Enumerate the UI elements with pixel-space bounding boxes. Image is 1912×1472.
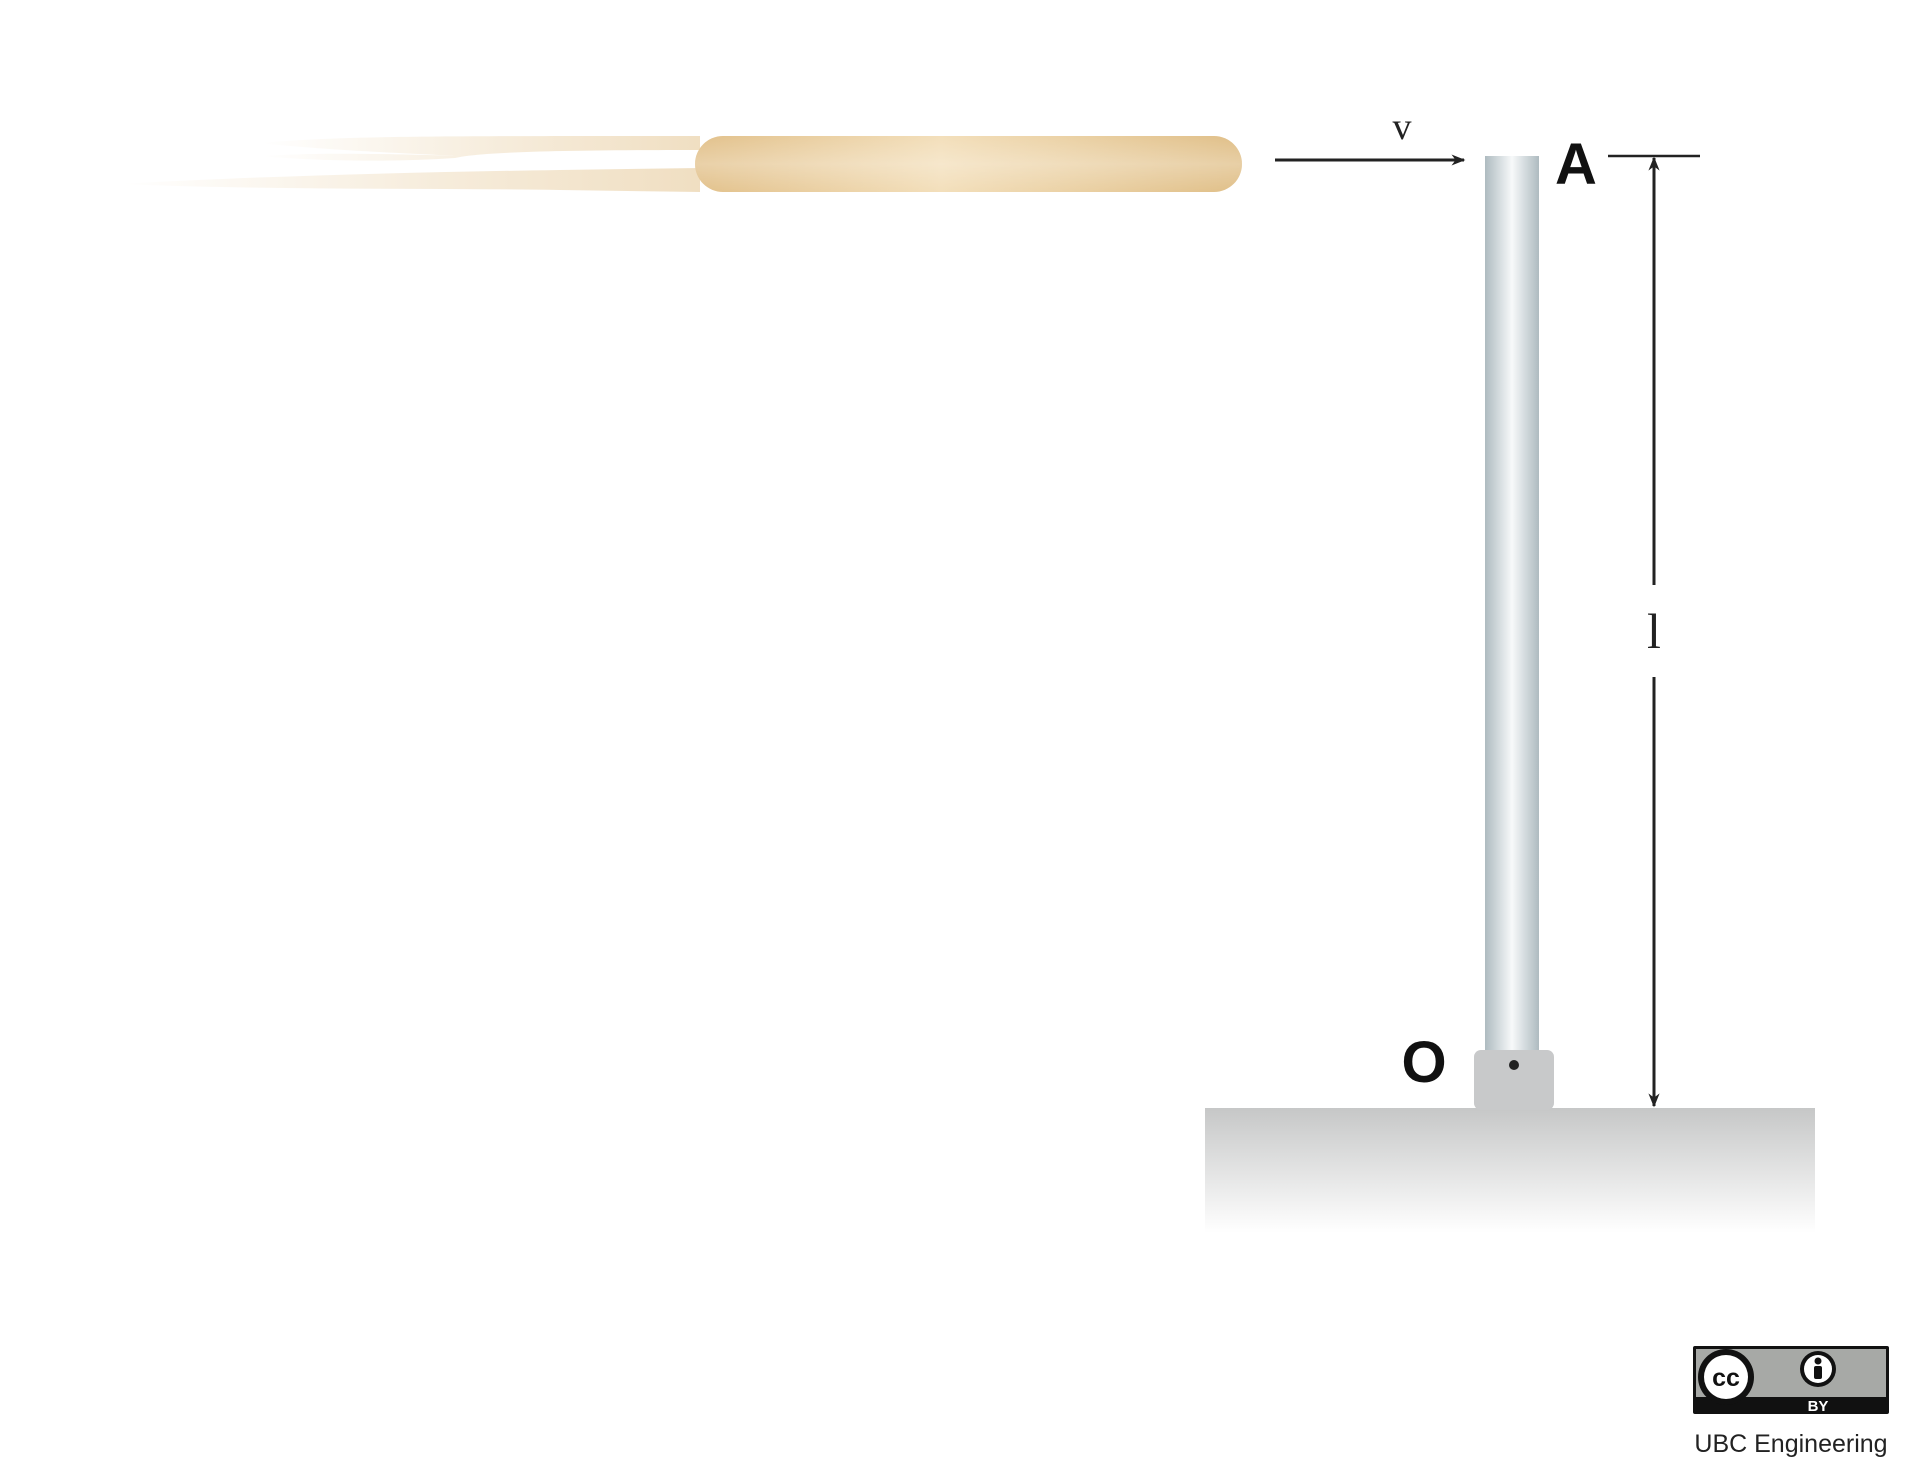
- length-label: l: [1647, 603, 1661, 659]
- cc-icon: cc: [1698, 1349, 1754, 1405]
- pivot-pin: [1509, 1060, 1519, 1070]
- pivot-support: [1474, 1050, 1554, 1110]
- point-o-label: O: [1401, 1030, 1446, 1095]
- credit-text: UBC Engineering: [1694, 1430, 1887, 1458]
- rod: [1485, 156, 1539, 1056]
- point-a-label: A: [1555, 132, 1597, 197]
- cc-icon-text: cc: [1712, 1364, 1740, 1392]
- by-label: BY: [1808, 1398, 1829, 1415]
- cc-by-badge: cc BY: [1693, 1346, 1889, 1415]
- velocity-label: v: [1393, 106, 1412, 148]
- projectile: [695, 136, 1242, 192]
- ground: [1205, 1108, 1815, 1233]
- motion-trail: [120, 136, 700, 192]
- attribution-person-icon: [1800, 1351, 1836, 1387]
- length-dimension: l: [1608, 154, 1700, 1108]
